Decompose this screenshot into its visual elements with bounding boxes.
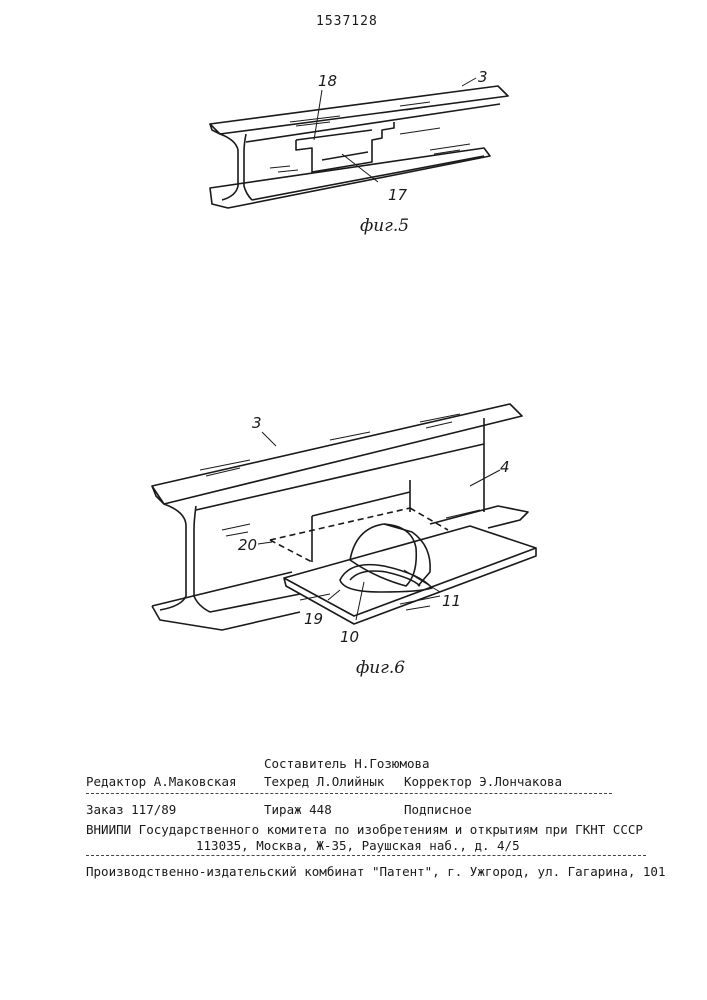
fig6-label-loop: 10 bbox=[340, 628, 359, 646]
address: 113035, Москва, Ж-35, Раушская наб., д. … bbox=[196, 838, 520, 853]
circulation: Тираж 448 bbox=[264, 802, 332, 817]
fig6-label-beam: 3 bbox=[252, 414, 262, 432]
subscription: Подписное bbox=[404, 802, 472, 817]
fig6-label-web: 4 bbox=[500, 458, 510, 476]
fig6-caption: фиг.6 bbox=[356, 658, 405, 678]
editor: Редактор А.Маковская bbox=[86, 774, 237, 789]
divider bbox=[86, 855, 646, 856]
fig6-label-plate: 19 bbox=[304, 610, 323, 628]
institute: ВНИИПИ Государственного комитета по изоб… bbox=[86, 822, 643, 837]
compiler: Составитель Н.Гозюмова bbox=[264, 756, 430, 771]
publisher: Производственно-издательский комбинат "П… bbox=[86, 864, 665, 879]
divider bbox=[86, 793, 612, 794]
fig6-cutout bbox=[270, 508, 448, 562]
fig6-label-cutout: 20 bbox=[238, 536, 257, 554]
fig6-bottom-flange bbox=[152, 572, 300, 630]
corrector: Корректор Э.Лончакова bbox=[404, 774, 562, 789]
order: Заказ 117/89 bbox=[86, 802, 176, 817]
fig6-top-flange bbox=[152, 404, 522, 504]
fig6-web-profile bbox=[160, 504, 186, 610]
fig6-dome bbox=[350, 524, 416, 586]
techred: Техред Л.Олийнык bbox=[264, 774, 384, 789]
fig6-label-dome: 11 bbox=[442, 592, 461, 610]
